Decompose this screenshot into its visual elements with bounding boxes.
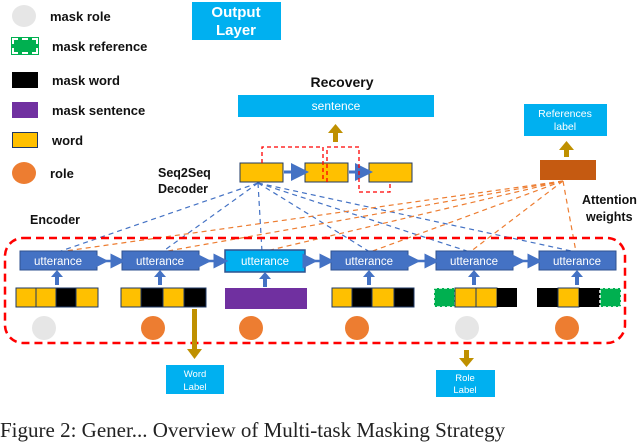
word-label-arrow bbox=[187, 309, 202, 359]
gray-circle-icon bbox=[12, 5, 36, 27]
tokens-utterance-1 bbox=[15, 287, 99, 308]
role-label-line1: Role bbox=[455, 373, 475, 384]
sentence-box: sentence bbox=[238, 95, 434, 117]
encoder-frame bbox=[3, 236, 627, 345]
references-label-line2: label bbox=[554, 121, 576, 133]
role-label-box: Role Label bbox=[436, 370, 495, 397]
black-square-icon bbox=[12, 72, 38, 88]
references-label-line1: References bbox=[538, 108, 592, 120]
legend-mask-sentence-label: mask sentence bbox=[52, 102, 146, 118]
role-label-arrow bbox=[459, 350, 474, 367]
svg-text:utterance: utterance bbox=[450, 256, 498, 268]
tokens-utterance-6 bbox=[537, 287, 622, 308]
legend-role-label: role bbox=[50, 165, 74, 181]
tokens-utterance-2 bbox=[120, 287, 207, 308]
references-label-box: References label bbox=[524, 104, 607, 136]
word-label-box: Word Label bbox=[166, 365, 224, 394]
decoder-label-line2: Decoder bbox=[158, 182, 208, 196]
yellow-square-icon bbox=[12, 132, 38, 148]
green-dashed-square-icon bbox=[12, 38, 38, 54]
svg-text:utterance: utterance bbox=[345, 256, 393, 268]
utterance-row: utterance utterance utterance utterance … bbox=[19, 249, 617, 273]
legend-role: role bbox=[12, 162, 74, 184]
utterance-1: utterance bbox=[19, 250, 98, 271]
legend-mask-word-label: mask word bbox=[52, 72, 120, 88]
role-circles bbox=[32, 316, 579, 340]
legend-mask-sentence: mask sentence bbox=[12, 99, 145, 121]
utterance-4: utterance bbox=[330, 250, 409, 271]
up-arrows bbox=[51, 270, 583, 287]
word-label-line1: Word bbox=[184, 369, 207, 380]
tokens-utterance-5 bbox=[433, 287, 517, 308]
svg-text:utterance: utterance bbox=[34, 256, 82, 268]
legend-mask-reference: mask reference bbox=[12, 35, 147, 57]
legend-mask-reference-label: mask reference bbox=[52, 38, 148, 54]
utterance-6: utterance bbox=[538, 250, 617, 271]
references-output-block bbox=[540, 160, 596, 180]
orange-circle-icon bbox=[12, 162, 36, 184]
decoder-label-line1: Seq2Seq bbox=[158, 166, 211, 180]
model-diagram: Output Layer Recovery sentence Reference… bbox=[3, 2, 637, 397]
legend: mask role mask reference mask word mask … bbox=[0, 0, 200, 200]
svg-text:utterance: utterance bbox=[553, 256, 601, 268]
utterance-5: utterance bbox=[435, 250, 514, 271]
figure-caption: Figure 2: Gener... Overview of Multi-tas… bbox=[0, 418, 506, 442]
legend-mask-role-label: mask role bbox=[50, 8, 111, 24]
attention-lines bbox=[57, 180, 577, 253]
utterance-2: utterance bbox=[121, 250, 200, 271]
decoder bbox=[239, 146, 413, 193]
output-layer-box: Output Layer bbox=[192, 2, 281, 40]
purple-square-icon bbox=[12, 102, 38, 118]
svg-text:utterance: utterance bbox=[136, 256, 184, 268]
legend-mask-role: mask role bbox=[12, 5, 111, 27]
tokens-utterance-4 bbox=[331, 287, 415, 308]
role-label-line2: Label bbox=[453, 385, 476, 396]
references-arrow bbox=[559, 141, 574, 157]
output-layer-line1: Output bbox=[211, 4, 260, 21]
svg-text:utterance: utterance bbox=[241, 256, 289, 268]
legend-word: word bbox=[12, 129, 83, 151]
word-label-line2: Label bbox=[183, 382, 206, 393]
sentence-label: sentence bbox=[312, 99, 361, 113]
legend-word-label: word bbox=[52, 132, 84, 148]
recovery-label: Recovery bbox=[310, 74, 373, 90]
encoder-label: Encoder bbox=[30, 213, 80, 227]
recovery-arrow bbox=[328, 124, 343, 142]
legend-mask-word: mask word bbox=[12, 69, 120, 91]
attention-label-line2: weights bbox=[585, 210, 633, 224]
tokens-utterance-3-masked-sentence bbox=[225, 288, 307, 309]
attention-label-line1: Attention bbox=[582, 193, 637, 207]
utterance-3: utterance bbox=[224, 249, 306, 273]
output-layer-line2: Layer bbox=[216, 22, 256, 39]
